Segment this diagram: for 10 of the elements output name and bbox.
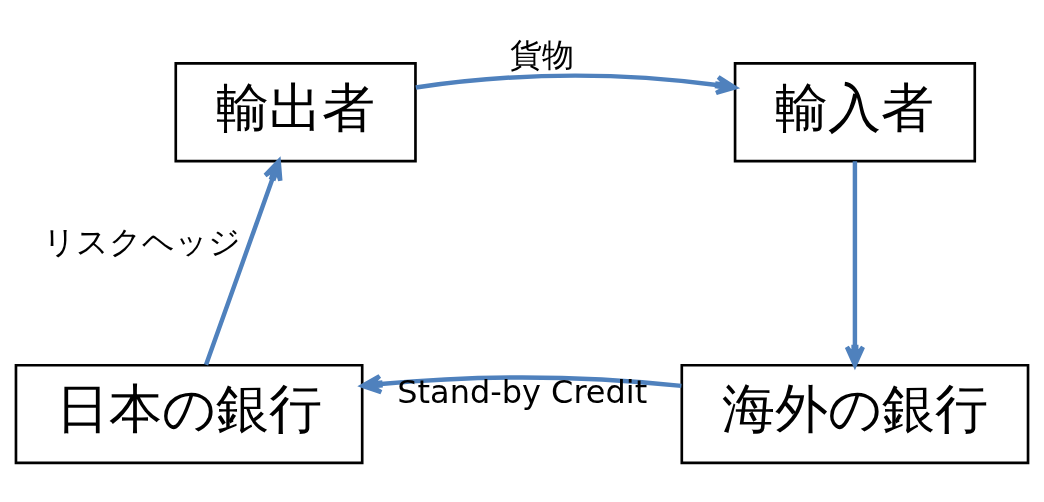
edge-label: リスクヘッジ: [43, 222, 242, 261]
edge-label: Stand-by Credit: [397, 372, 648, 411]
node-box: 海外の銀行: [680, 363, 1030, 464]
node-box: 輸入者: [733, 61, 977, 162]
arrow: [415, 72, 738, 95]
arrow: [203, 158, 283, 365]
edge-label: 貨物: [510, 35, 575, 74]
node-box: 輸出者: [174, 61, 417, 162]
node-box: 日本の銀行: [14, 363, 364, 464]
arrow: [360, 373, 682, 394]
